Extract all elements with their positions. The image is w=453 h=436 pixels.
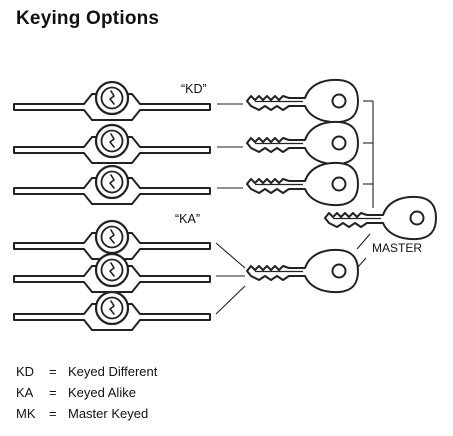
legend-definition: Keyed Different xyxy=(68,364,158,379)
lock-ka-3 xyxy=(12,290,212,332)
legend-equals: = xyxy=(49,364,57,379)
key-kd-1 xyxy=(246,78,359,124)
key-kd-2 xyxy=(246,120,359,166)
legend-abbr: KD xyxy=(16,364,35,379)
connector-lines xyxy=(215,100,374,315)
kd-tag: “KD” xyxy=(181,82,207,96)
lock-kd-2 xyxy=(12,123,212,165)
master-pointer xyxy=(356,233,371,250)
lock-kd-3 xyxy=(12,164,212,206)
legend-equals: = xyxy=(49,406,57,421)
legend-definition: Keyed Alike xyxy=(68,385,136,400)
lock-ka-2 xyxy=(12,252,212,294)
ka-tag: “KA” xyxy=(175,212,200,226)
page-title: Keying Options xyxy=(16,8,160,29)
key-kd-3 xyxy=(246,161,359,207)
legend-abbr: KA xyxy=(16,385,34,400)
legend-definition: Master Keyed xyxy=(68,406,149,421)
key-ka xyxy=(246,248,359,294)
master-tag: MASTER xyxy=(372,241,422,255)
legend-abbr: MK xyxy=(16,406,36,421)
legend-equals: = xyxy=(49,385,57,400)
